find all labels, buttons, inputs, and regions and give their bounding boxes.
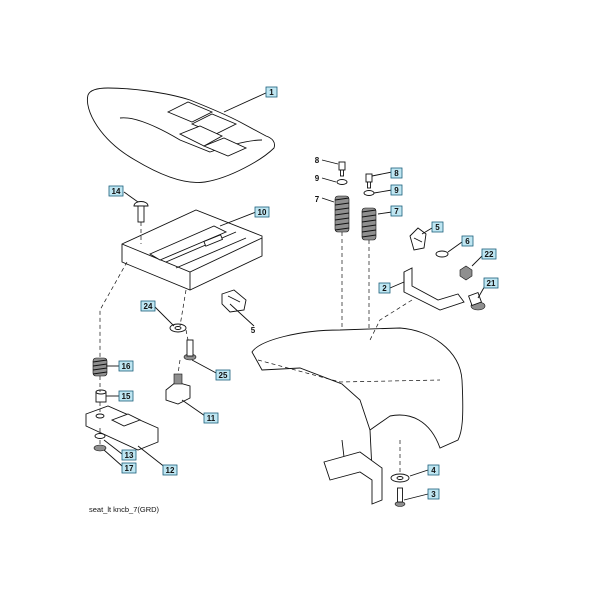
bracket-2	[403, 267, 465, 311]
spring-7-right	[361, 207, 377, 241]
assembly-line-left-4	[177, 289, 189, 375]
callout-2: 2	[378, 282, 391, 294]
svg-text:16: 16	[122, 362, 131, 371]
callout-6: 6	[461, 235, 474, 247]
callout-8-left: 8	[315, 156, 320, 165]
spring-16	[92, 357, 108, 377]
callout-16: 16	[118, 360, 134, 372]
svg-text:14: 14	[112, 187, 121, 196]
bolt-21	[468, 292, 486, 311]
svg-text:7: 7	[315, 195, 320, 204]
svg-text:8: 8	[394, 169, 399, 178]
nut-17	[93, 444, 107, 452]
washer-4	[390, 473, 410, 483]
assembly-line-right-2	[369, 299, 413, 341]
pivot-plate	[85, 405, 159, 451]
svg-text:5: 5	[251, 326, 256, 335]
svg-text:24: 24	[144, 302, 153, 311]
bushing-15	[95, 389, 107, 403]
callout-10: 10	[254, 206, 270, 218]
diagram-caption: seat_lt kncb_7(GRD)	[89, 505, 160, 514]
adjustment-knob	[165, 373, 191, 405]
svg-text:1: 1	[269, 88, 274, 97]
callout-12: 12	[162, 464, 178, 476]
callout-9-left: 9	[315, 174, 320, 183]
callout-7-left: 7	[315, 195, 320, 204]
svg-text:3: 3	[431, 490, 436, 499]
callout-9-right: 9	[390, 184, 403, 196]
callout-8-right: 8	[390, 167, 403, 179]
callout-17: 17	[121, 462, 137, 474]
callout-1: 1	[265, 86, 278, 98]
seat	[86, 87, 275, 183]
bolt-25	[183, 339, 197, 361]
svg-text:12: 12	[166, 466, 175, 475]
svg-text:6: 6	[465, 237, 470, 246]
svg-text:13: 13	[125, 451, 134, 460]
bolt-8-right	[365, 173, 373, 189]
callout-22: 22	[481, 248, 497, 260]
callout-5-right: 5	[431, 221, 444, 233]
washer-13	[94, 433, 106, 439]
carriage-bolt	[133, 201, 149, 223]
svg-text:8: 8	[315, 156, 320, 165]
svg-text:21: 21	[487, 279, 496, 288]
svg-text:10: 10	[258, 208, 267, 217]
washer-9-left	[336, 179, 348, 185]
bushing-6	[435, 250, 449, 258]
spring-7-left	[334, 195, 350, 233]
callout-24: 24	[140, 300, 156, 312]
seat-latch-right	[409, 227, 427, 251]
bolt-3	[394, 487, 406, 507]
seat-latch-left	[221, 289, 247, 313]
svg-text:2: 2	[382, 284, 387, 293]
washer-24	[169, 323, 187, 333]
seat-pan	[121, 209, 263, 291]
washer-9-right	[363, 190, 375, 196]
svg-text:17: 17	[125, 464, 134, 473]
callout-4: 4	[427, 464, 440, 476]
callout-14: 14	[108, 185, 124, 197]
svg-text:5: 5	[435, 223, 440, 232]
svg-text:9: 9	[315, 174, 320, 183]
svg-text:4: 4	[431, 466, 436, 475]
bolt-8-left	[338, 161, 346, 177]
callout-13: 13	[121, 449, 137, 461]
callout-7-right: 7	[390, 205, 403, 217]
callout-5-left: 5	[251, 326, 256, 335]
assembly-line-left-2	[99, 261, 128, 358]
svg-text:22: 22	[485, 250, 494, 259]
callout-21: 21	[483, 277, 499, 289]
fender	[251, 327, 464, 505]
svg-text:25: 25	[219, 371, 228, 380]
nut-22	[459, 265, 473, 281]
callout-25: 25	[215, 369, 231, 381]
svg-text:7: 7	[394, 207, 399, 216]
svg-text:15: 15	[122, 392, 131, 401]
svg-text:9: 9	[394, 186, 399, 195]
callout-15: 15	[118, 390, 134, 402]
callout-3: 3	[427, 488, 440, 500]
callout-11: 11	[203, 412, 219, 424]
svg-text:11: 11	[207, 414, 216, 423]
